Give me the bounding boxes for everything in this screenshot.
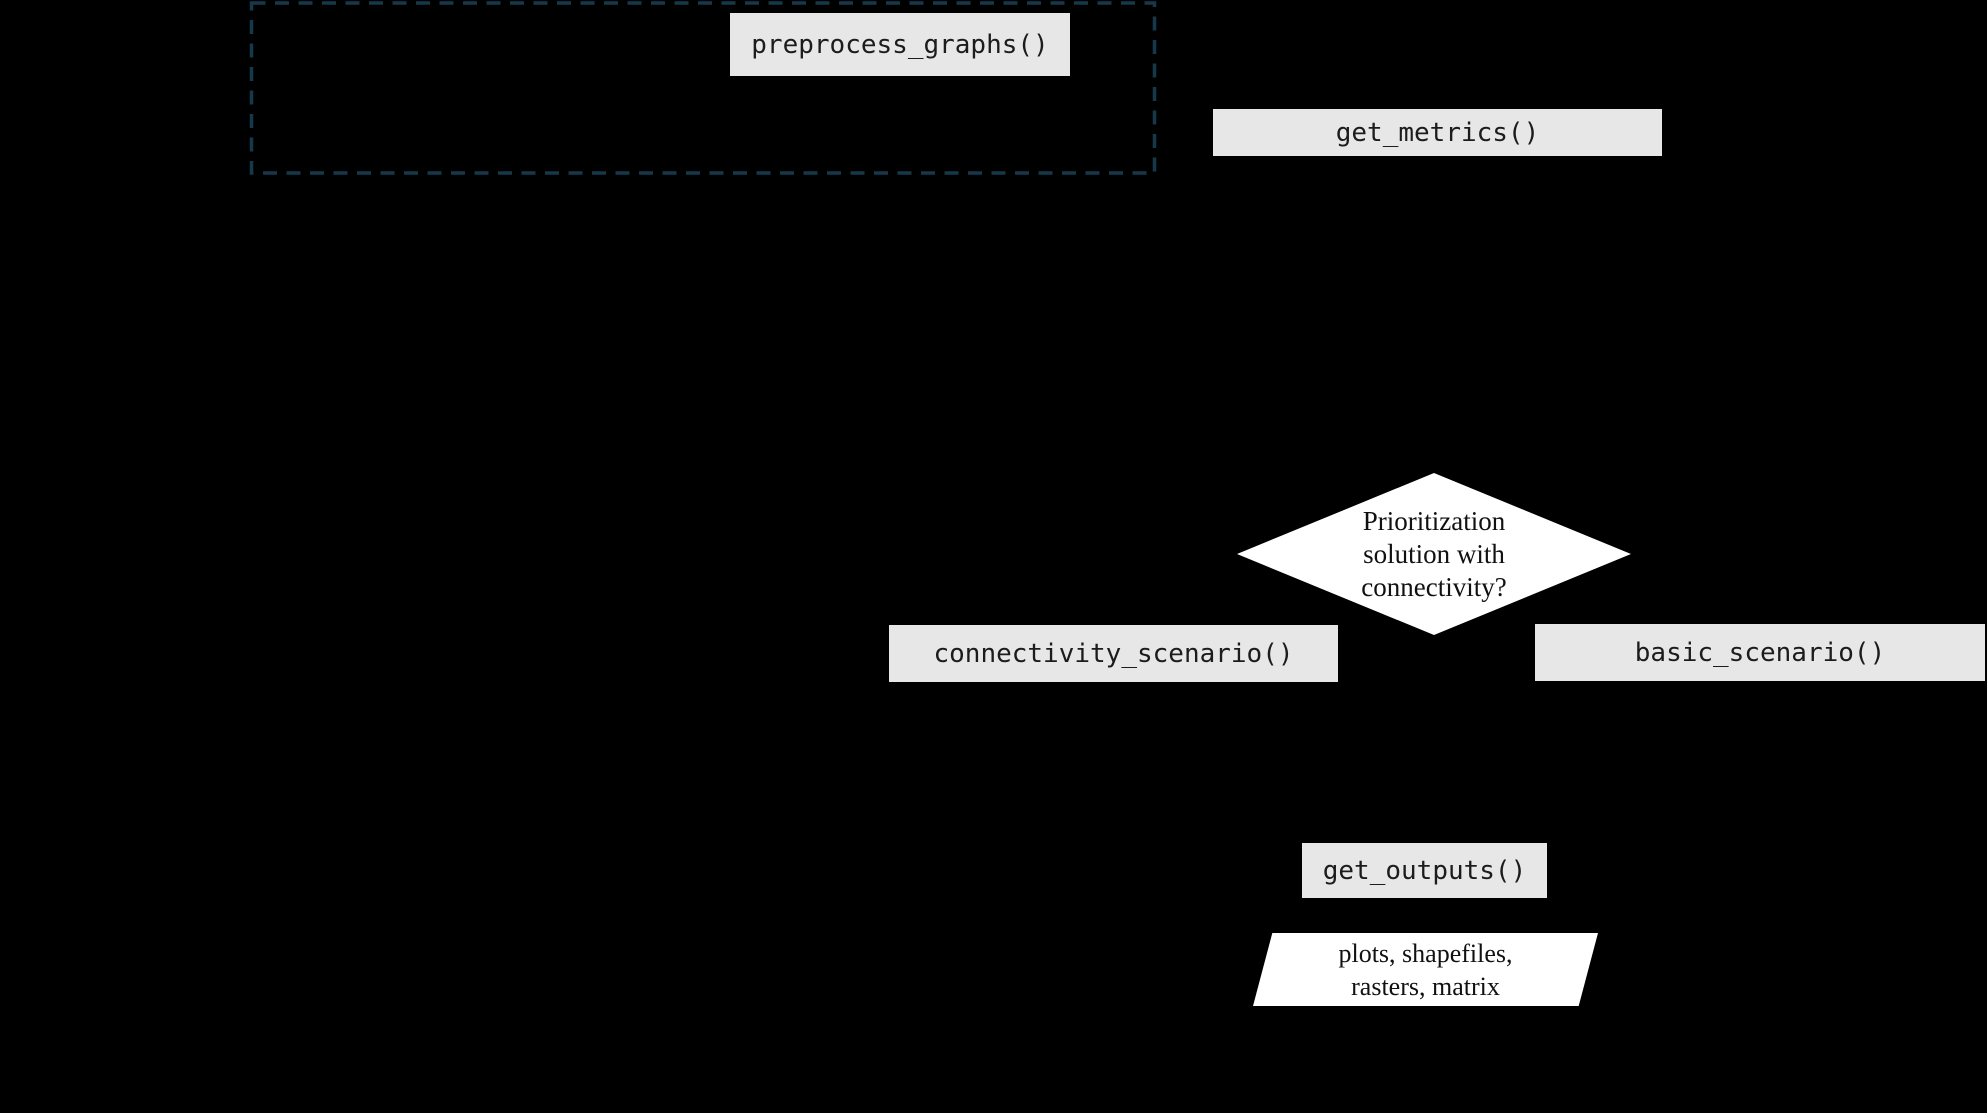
preprocess-graphs-node: preprocess_graphs() (730, 13, 1070, 76)
prioritization-decision-diamond: Prioritization solution with connectivit… (1237, 473, 1631, 635)
outputs-line-2: rasters, matrix (1351, 971, 1500, 1001)
get-metrics-label: get_metrics() (1335, 117, 1540, 148)
outputs-line-1: plots, shapefiles, (1338, 938, 1513, 968)
preprocess-graphs-label: preprocess_graphs() (751, 29, 1049, 60)
basic-scenario-node: basic_scenario() (1535, 624, 1985, 681)
decision-line-2: solution with (1363, 538, 1505, 569)
connectivity-scenario-label: connectivity_scenario() (933, 638, 1294, 669)
get-metrics-node: get_metrics() (1213, 109, 1662, 156)
decision-line-1: Prioritization (1362, 505, 1506, 536)
outputs-parallelogram: plots, shapefiles, rasters, matrix (1253, 933, 1598, 1006)
basic-scenario-label: basic_scenario() (1634, 637, 1886, 668)
get-outputs-label: get_outputs() (1322, 855, 1527, 886)
connectivity-scenario-node: connectivity_scenario() (889, 625, 1338, 682)
decision-line-3: connectivity? (1361, 571, 1507, 602)
get-outputs-node: get_outputs() (1302, 843, 1547, 898)
